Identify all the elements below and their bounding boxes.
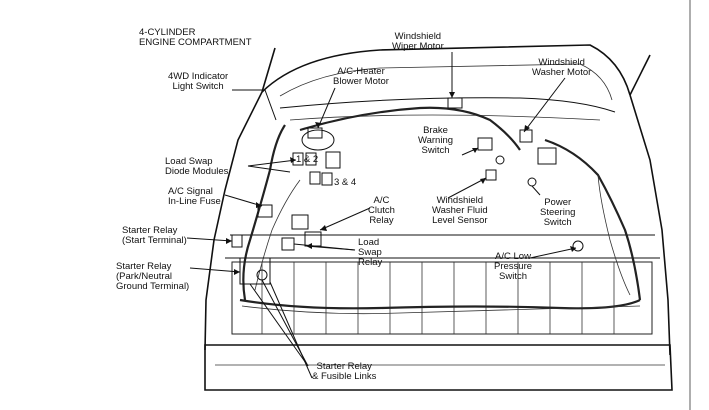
label-ac-signal-inline-fuse: A/C Signal In-Line Fuse (168, 186, 221, 207)
diagram-title: 4-CYLINDER ENGINE COMPARTMENT (139, 28, 252, 48)
left-harness (242, 124, 286, 301)
grille (231, 261, 653, 335)
label-ac-heater-blower-motor: A/C-Heater Blower Motor (333, 66, 389, 87)
label-brake-warning-switch: Brake Warning Switch (418, 125, 454, 156)
front-harness-2 (241, 305, 641, 315)
right-fender (629, 94, 671, 356)
washer-motor (519, 129, 557, 165)
right-harness-branch (597, 174, 631, 296)
arrowheads (226, 92, 576, 275)
bumper (204, 344, 673, 391)
label-diode-3-4: 3 & 4 (334, 177, 357, 188)
firewall (289, 114, 601, 121)
hood-outline (261, 44, 631, 96)
ac-low-pressure-switch (572, 240, 584, 252)
label-windshield-washer-motor: Windshield Washer Motor (532, 57, 592, 78)
label-ac-clutch-relay: A/C Clutch Relay (368, 195, 395, 226)
title-line-1: 4-CYLINDER (139, 27, 196, 38)
washer-sensor (485, 169, 497, 181)
blower-motor (301, 127, 335, 151)
wiper-motor (447, 97, 463, 109)
label-starter-relay-fusible-links: Starter Relay & Fusible Links (312, 361, 377, 382)
label-load-swap-relay: Load Swap Relay (358, 237, 383, 268)
label-windshield-wiper-motor: Windshield Wiper Motor (392, 31, 444, 52)
front-harness (239, 298, 641, 310)
relays (231, 204, 322, 251)
left-harness-2 (254, 179, 301, 291)
label-ac-low-pressure-switch: A/C Low Pressure Switch (494, 251, 533, 282)
title-line-2: ENGINE COMPARTMENT (139, 37, 252, 48)
cowl-line (279, 97, 616, 113)
left-fender (204, 91, 263, 351)
hood-edge-right (629, 54, 651, 96)
right-harness (544, 138, 642, 301)
leader-lines (186, 52, 577, 379)
top-harness (299, 106, 521, 151)
label-diode-1-2: 1 & 2 (296, 154, 319, 165)
label-power-steering-switch: Power Steering Switch (540, 197, 576, 228)
diode-modules (292, 151, 341, 186)
label-starter-relay-start-terminal: Starter Relay (Start Terminal) (122, 225, 187, 246)
label-starter-relay-park-neutral: Starter Relay (Park/Neutral Ground Termi… (116, 261, 190, 292)
power-steering-switch (527, 177, 537, 187)
label-4wd-indicator-switch: 4WD Indicator Light Switch (168, 71, 229, 92)
label-load-swap-diode-modules: Load Swap Diode Modules (165, 156, 229, 177)
hood-edge-left (261, 47, 276, 93)
brake-switch (477, 137, 505, 165)
hood-inner (279, 63, 613, 101)
label-washer-fluid-level-sensor: Windshield Washer Fluid Level Sensor (432, 195, 488, 226)
